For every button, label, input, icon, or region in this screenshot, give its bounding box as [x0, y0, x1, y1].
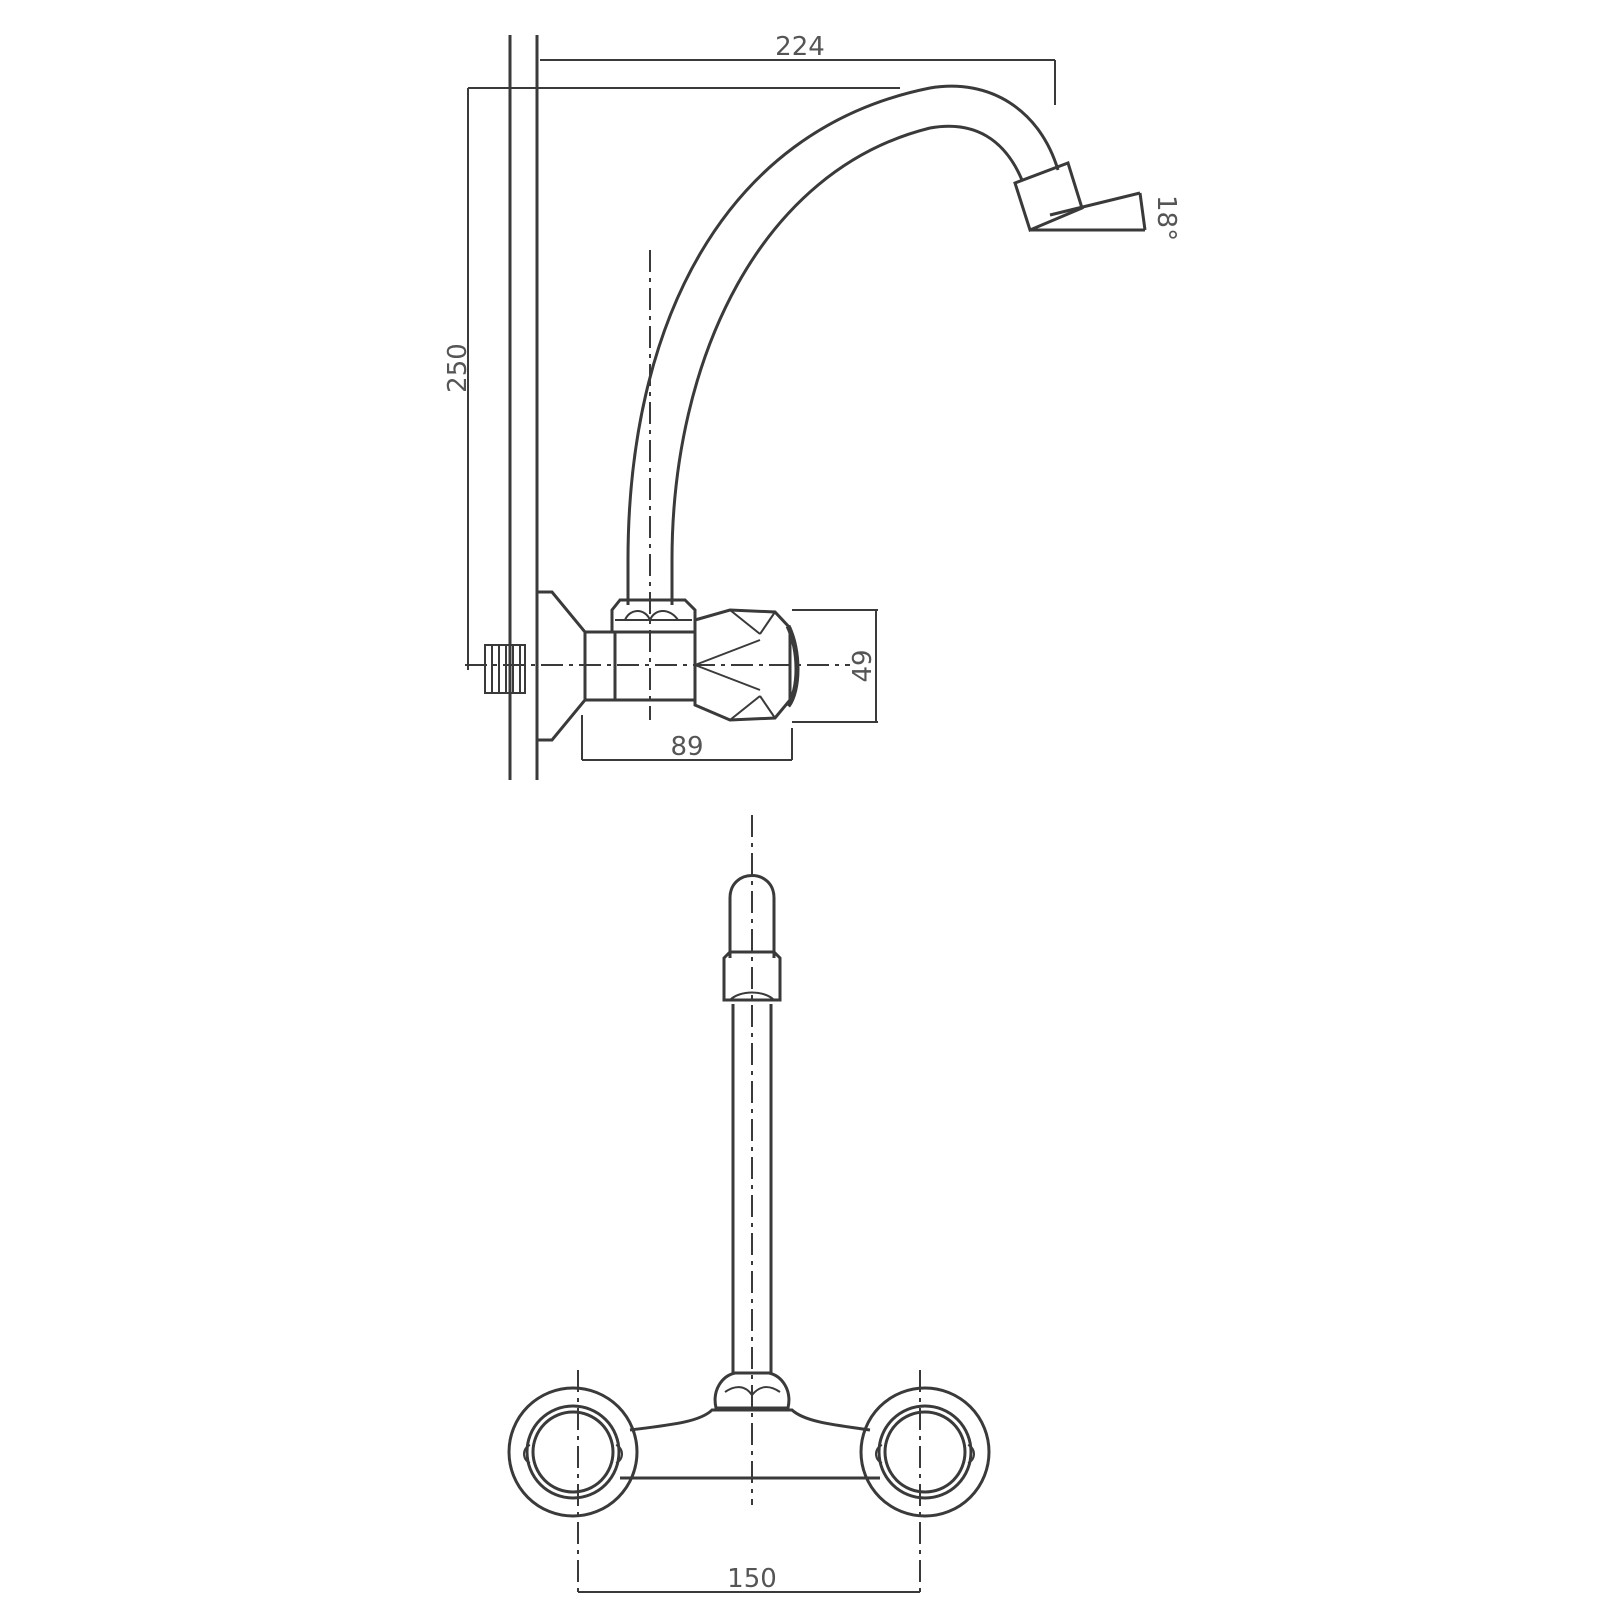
spout-outer: [626, 84, 1060, 605]
dimension-label-250: 250: [443, 343, 473, 393]
right-knob-rim: [877, 1404, 973, 1500]
dimension-label-224: 224: [775, 32, 825, 62]
body-bar-top: [629, 1408, 871, 1432]
spout-tip: [728, 874, 776, 958]
dimension-250: 250: [443, 87, 900, 670]
left-grip-r: [615, 1444, 623, 1464]
collar-arc: [729, 991, 775, 1001]
wall-thread: [484, 644, 526, 694]
dimension-label-49: 49: [848, 649, 878, 682]
right-grip-l: [875, 1444, 883, 1464]
right-flange: [859, 1386, 991, 1518]
front-view: 150: [507, 815, 991, 1595]
right-knob-inner: [883, 1410, 967, 1494]
spout-inner: [670, 124, 1024, 605]
riser-nut: [610, 590, 697, 634]
left-flange: [507, 1386, 639, 1518]
left-knob-inner: [531, 1410, 615, 1494]
handle-side: [693, 608, 800, 722]
nut-facets: [724, 1386, 781, 1397]
dimension-label-150: 150: [727, 1564, 777, 1594]
right-handle: [859, 1370, 991, 1595]
dimension-49: 49: [792, 609, 878, 723]
spout-collar: [722, 950, 782, 1002]
front-nut: [713, 1371, 791, 1410]
angle-label-18: 18°: [1151, 195, 1181, 241]
dimension-224: 224: [540, 32, 1056, 105]
right-grip-r: [967, 1444, 975, 1464]
left-handle: [507, 1370, 639, 1595]
aerator: 18°: [1013, 161, 1181, 241]
dimension-150: 150: [578, 1564, 920, 1594]
dimension-89: 89: [581, 715, 793, 762]
left-knob-rim: [525, 1404, 621, 1500]
dimension-label-89: 89: [670, 732, 703, 762]
side-view: 224 250 18°: [443, 32, 1181, 780]
left-grip-l: [523, 1444, 531, 1464]
